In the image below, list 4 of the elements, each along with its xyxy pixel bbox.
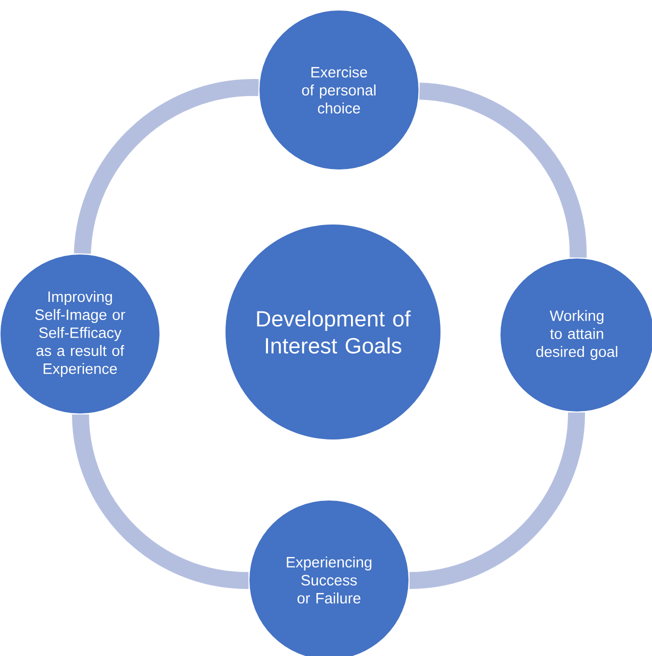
ring-arc <box>72 414 249 589</box>
ring-arc <box>74 79 259 254</box>
ring-arc <box>418 82 587 258</box>
ring-arc <box>408 412 585 589</box>
